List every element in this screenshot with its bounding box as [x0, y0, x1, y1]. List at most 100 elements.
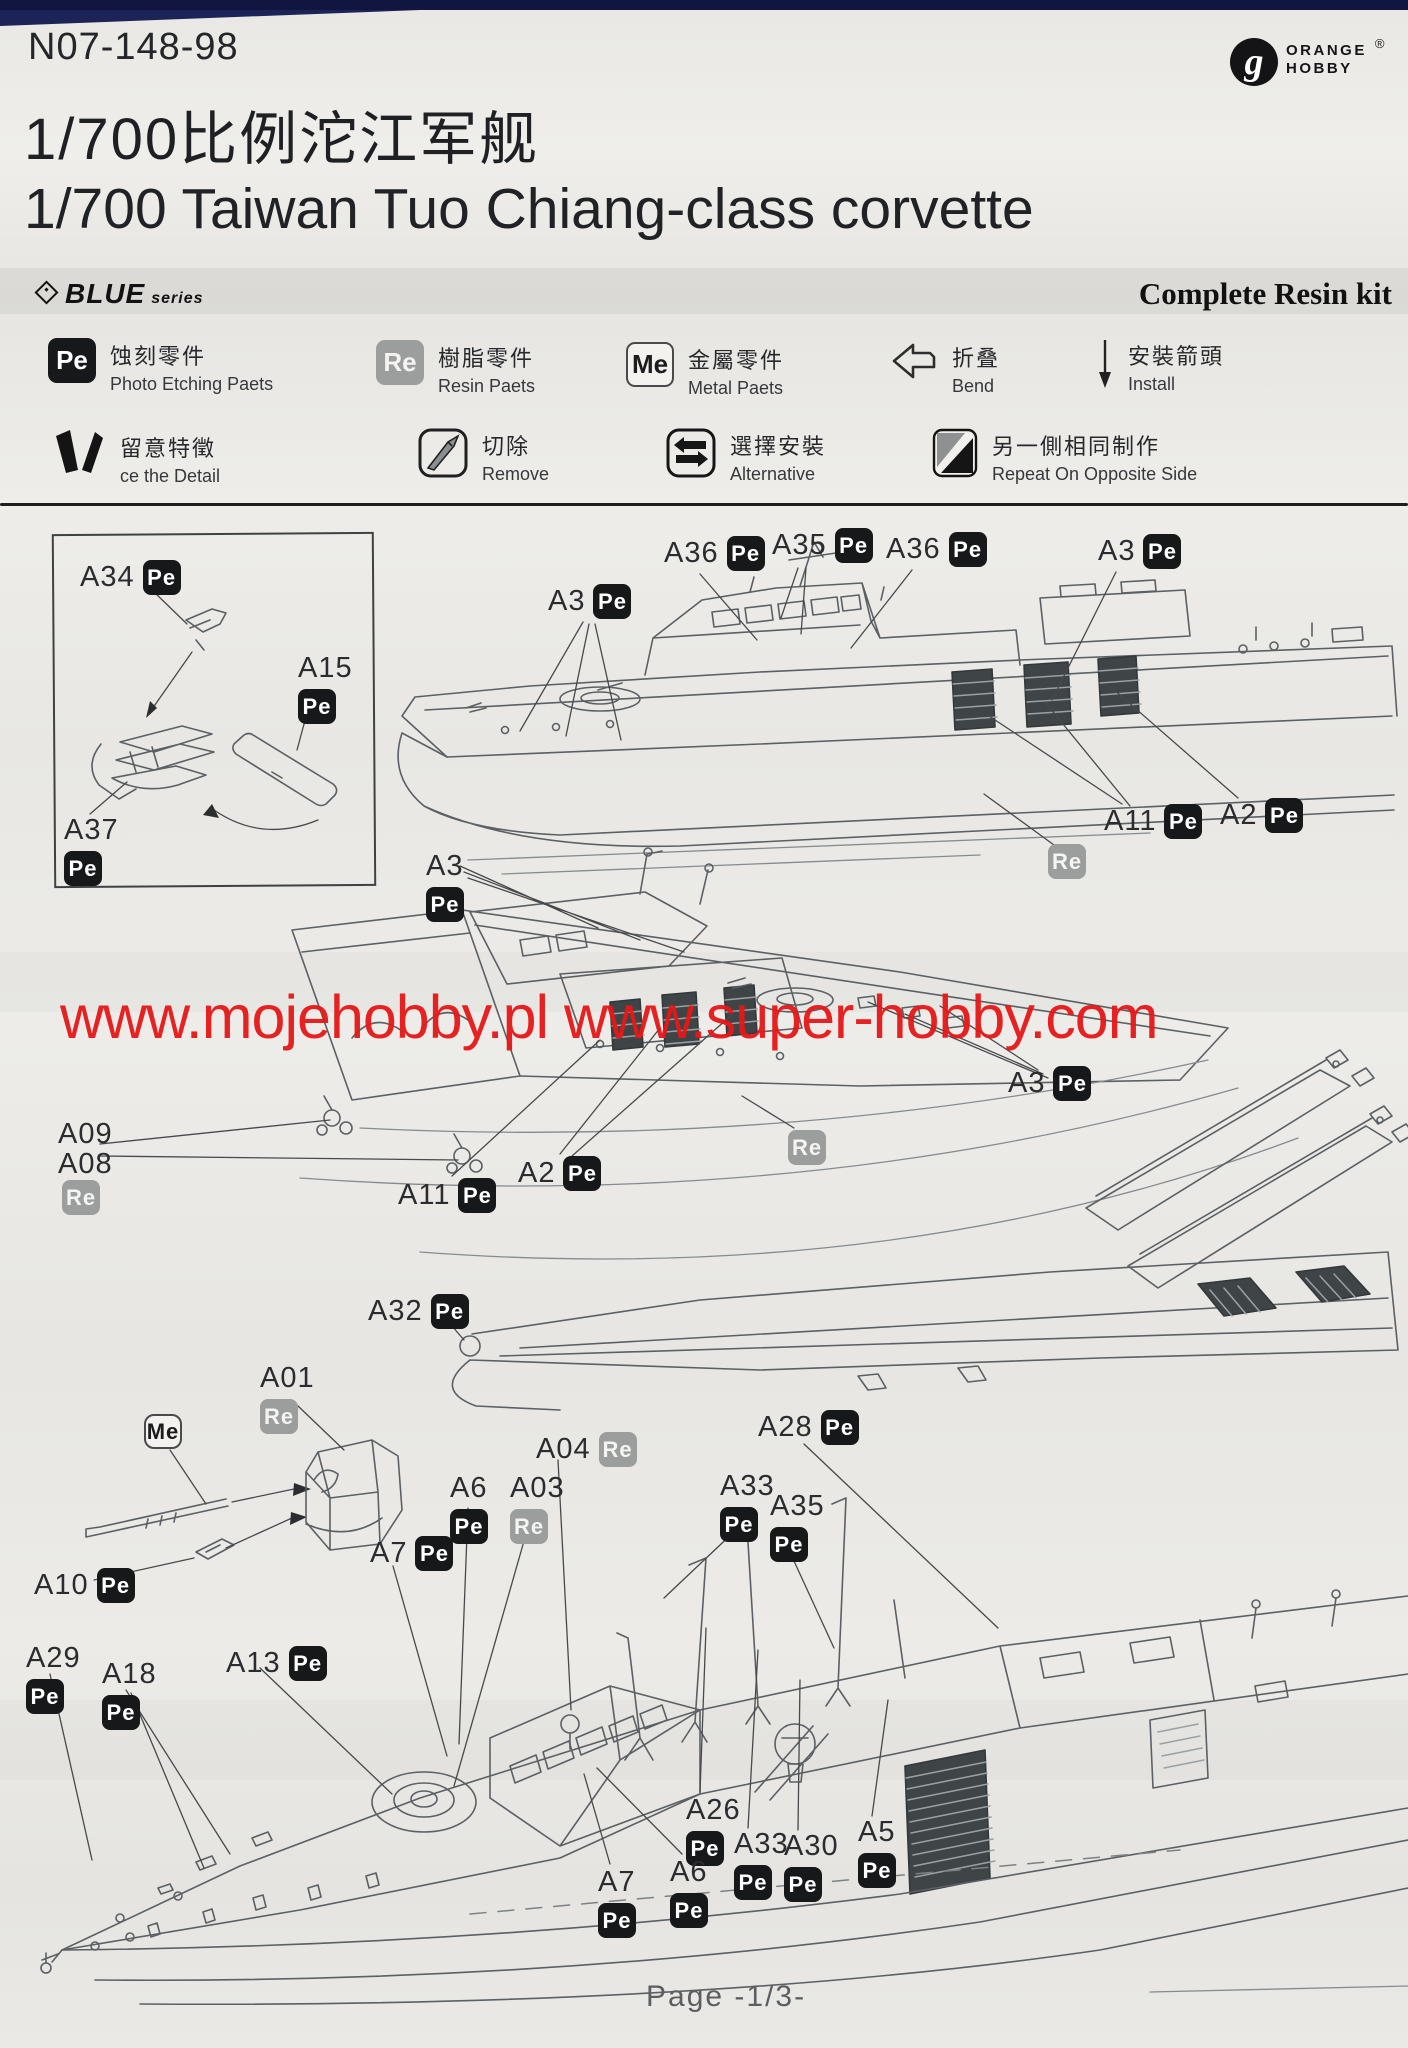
part-type-badge-Pe: Pe [298, 689, 336, 724]
part-type-badge-Pe: Pe [26, 1679, 64, 1714]
part-code: A7 [370, 1537, 408, 1569]
section-divider [0, 503, 1408, 506]
legend-item-alternative-arrows-icon: 選擇安裝 Alternative [666, 428, 826, 485]
legend-item-text: 金屬零件 Metal Paets [688, 343, 784, 399]
part-code: A28 [758, 1411, 813, 1443]
legend-label-en: Alternative [730, 464, 816, 484]
legend-label-cn: 選擇安裝 [730, 434, 827, 459]
part-type-badge-Pe: Pe [948, 532, 987, 567]
repeat-opposite-icon [932, 428, 978, 478]
ship-bow-view-drawing [99, 847, 1408, 1289]
install-arrow-icon [1096, 338, 1114, 390]
legend-label-en: Install [1128, 374, 1176, 394]
part-code: A33 [720, 1470, 775, 1502]
legend-label-cn: 蚀刻零件 [110, 344, 207, 369]
part-type-badge-Pe: Pe [415, 1536, 454, 1571]
part-type-badge-Pe: Pe [1143, 534, 1182, 569]
part-type-badge-Pe: Pe [64, 851, 102, 886]
legend-label-en: Metal Paets [688, 378, 784, 398]
part-type-badge-Pe: Pe [820, 1410, 859, 1445]
part-code: A13 [226, 1647, 281, 1679]
part-type-badge-Re: Re [510, 1509, 548, 1544]
part-code: A18 [102, 1658, 157, 1690]
part-type-badge-Pe: Pe [670, 1893, 708, 1928]
part-type-badge-Pe: Pe [858, 1853, 896, 1888]
part-type-badge-Pe: Pe [726, 536, 765, 571]
legend-label-cn: 樹脂零件 [438, 346, 535, 371]
part-type-badge-Re: Re [376, 340, 424, 385]
legend-item-text: 安裝箭頭 Install [1128, 339, 1224, 395]
part-type-badge-Pe: Pe [1053, 1066, 1092, 1101]
part-code: A15 [298, 652, 353, 684]
part-callout-Re: Re [788, 1130, 826, 1165]
bend-arrow-icon [890, 340, 938, 382]
ship-profile-drawing [397, 541, 1398, 875]
ship-quarter-view-drawing [40, 1443, 1408, 2006]
part-code: A6 [450, 1472, 488, 1504]
part-code: A26 [686, 1794, 741, 1826]
part-code: A09 [58, 1118, 113, 1150]
part-callout-A09: A09 [58, 1118, 113, 1151]
legend-label-cn: 安裝箭頭 [1128, 344, 1225, 369]
part-type-badge-Pe: Pe [1164, 804, 1203, 839]
part-code: A35 [770, 1490, 825, 1522]
part-type-badge-Pe: Pe [288, 1646, 327, 1681]
part-code: A6 [670, 1856, 708, 1888]
part-type-badge-Me: Me [144, 1414, 182, 1449]
series-name: BLUE [65, 278, 146, 309]
part-code: A34 [80, 561, 135, 593]
legend-item-Re: Re 樹脂零件 Resin Paets [376, 340, 535, 397]
part-type-badge-Pe: Pe [770, 1527, 808, 1562]
part-code: A03 [510, 1472, 565, 1504]
part-code: A04 [536, 1433, 591, 1465]
brand-name-line2: HOBBY [1286, 60, 1353, 77]
part-code: A2 [1220, 799, 1258, 831]
brand-name-line1: ORANGE [1286, 42, 1367, 59]
part-code: A35 [772, 529, 827, 561]
part-code: A32 [368, 1295, 423, 1327]
brand-name: ORANGE HOBBY [1286, 42, 1367, 78]
legend-label-en: Resin Paets [438, 376, 536, 396]
inset-parts-drawing [89, 589, 338, 830]
part-code: A7 [598, 1866, 636, 1898]
part-code: A3 [1008, 1067, 1046, 1099]
detail-marks-icon [54, 430, 106, 476]
part-type-badge-Re: Re [788, 1130, 826, 1165]
part-code: A29 [26, 1642, 81, 1674]
series-badge: BLUE series [34, 278, 204, 310]
registered-mark: ® [1374, 36, 1385, 51]
legend-label-en: Repeat On Opposite Side [992, 464, 1198, 484]
part-type-badge-Pe: Pe [1265, 798, 1304, 833]
legend-label-cn: 金屬零件 [688, 348, 785, 373]
part-code: A11 [1104, 805, 1157, 837]
part-type-badge-Pe: Pe [686, 1831, 724, 1866]
part-type-badge-Re: Re [1048, 844, 1086, 879]
part-code: A3 [426, 850, 464, 882]
title-chinese: 1/700比例沱江军舰 [24, 107, 540, 172]
part-callout-Me: Me [144, 1414, 182, 1449]
part-code: A37 [64, 814, 119, 846]
part-code: A08 [58, 1148, 113, 1180]
